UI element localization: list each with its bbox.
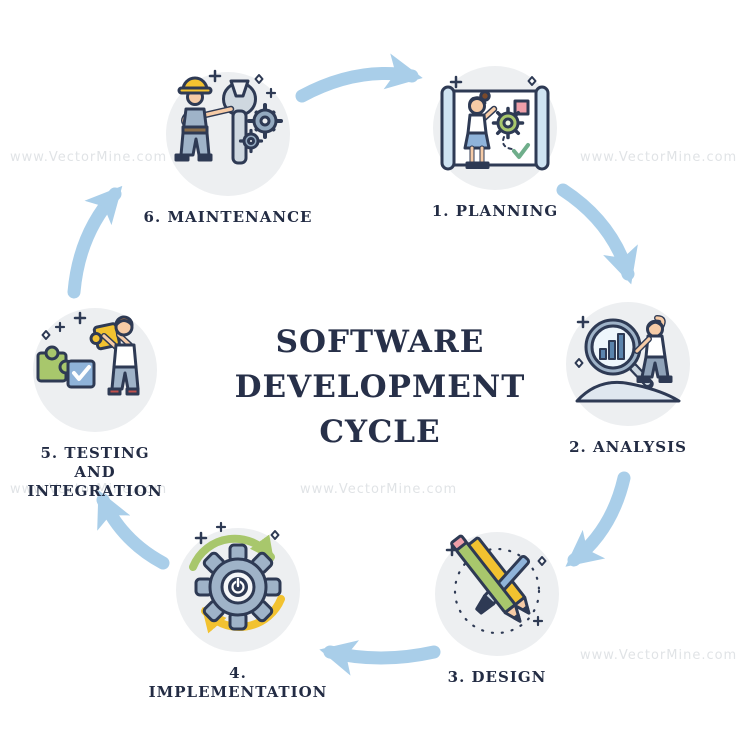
implementation-illustration xyxy=(176,521,300,652)
sparkle-icon xyxy=(449,75,463,89)
worker-figure xyxy=(174,76,235,162)
stage-name: TESTING AND INTEGRATION xyxy=(27,444,163,500)
tester-figure xyxy=(101,315,140,396)
stage-label-planning: 1. PLANNING xyxy=(405,202,585,221)
check-icon xyxy=(512,143,530,159)
wrench-icon xyxy=(222,79,257,165)
gear-icon xyxy=(247,103,283,139)
stage-number: 2. xyxy=(569,438,587,456)
stage-name: ANALYSIS xyxy=(592,438,687,456)
stage-implementation: 4. IMPLEMENTATION xyxy=(148,521,328,702)
stage-name: PLANNING xyxy=(455,202,559,220)
analysis-illustration xyxy=(566,302,690,426)
sparkle-icon xyxy=(265,87,277,99)
stage-number: 1. xyxy=(431,202,450,220)
arrow-testing-to-maintenance xyxy=(67,185,123,299)
diagram-title: SOFTWARE DEVELOPMENT CYCLE xyxy=(230,320,530,455)
sparkle-icon xyxy=(41,330,51,340)
sparkle-icon xyxy=(270,530,280,540)
planning-illustration xyxy=(433,66,557,190)
stage-number: 4. xyxy=(229,664,247,682)
sparkle-icon xyxy=(532,615,544,627)
dashed-circle xyxy=(453,547,541,635)
small-gear-icon xyxy=(238,128,264,154)
stage-label-maintenance: 6. MAINTENANCE xyxy=(138,208,318,227)
sparkle-icon xyxy=(537,556,547,566)
puzzle-icon xyxy=(36,322,121,389)
sparkle-icon xyxy=(215,521,227,533)
stage-analysis: 2. ANALYSIS xyxy=(538,302,718,457)
dashed-flow-line xyxy=(502,136,513,150)
sparkle-icon xyxy=(254,74,264,84)
sparkle-icon xyxy=(574,358,584,368)
stage-name: DESIGN xyxy=(471,668,547,686)
sparkle-icon xyxy=(208,69,222,83)
watermark: www.VectorMine.com xyxy=(300,482,458,497)
title-line-1: SOFTWARE xyxy=(275,324,485,360)
stage-design: 3. DESIGN xyxy=(407,532,587,687)
stage-label-design: 3. DESIGN xyxy=(407,668,587,687)
stage-planning: 1. PLANNING xyxy=(405,66,585,221)
ground-shape xyxy=(575,380,681,403)
pencil-brush-icon xyxy=(450,534,531,623)
gear-icon xyxy=(491,106,525,140)
blueprint-icon xyxy=(440,85,550,171)
stage-name: MAINTENANCE xyxy=(167,208,313,226)
watermark: www.VectorMine.com xyxy=(580,150,736,165)
power-gear-icon xyxy=(194,543,282,631)
sparkle-icon xyxy=(73,311,87,325)
stage-number: 5. xyxy=(40,444,59,462)
design-illustration xyxy=(435,532,559,656)
sparkle-icon xyxy=(445,543,459,557)
arrow-maintenance-to-planning xyxy=(295,53,423,103)
watermark: www.VectorMine.com xyxy=(10,150,168,165)
stage-name: IMPLEMENTATION xyxy=(148,682,328,701)
maintenance-illustration xyxy=(166,69,290,196)
stage-label-analysis: 2. ANALYSIS xyxy=(538,438,718,457)
stage-testing-integration: 5. TESTING AND INTEGRATION xyxy=(5,308,185,500)
stage-label-testing-integration: 5. TESTING AND INTEGRATION xyxy=(25,444,165,500)
stage-maintenance: 6. MAINTENANCE xyxy=(138,69,318,227)
watermark: www.VectorMine.com xyxy=(580,648,736,663)
sparkle-icon xyxy=(527,76,537,86)
title-line-3: CYCLE xyxy=(319,413,441,450)
analyst-figure xyxy=(634,315,673,383)
stage-label-implementation: 4. IMPLEMENTATION xyxy=(148,664,328,702)
sparkle-icon xyxy=(576,315,590,329)
planner-figure xyxy=(463,90,498,169)
title-line-2: DEVELOPMENT xyxy=(234,368,526,405)
cycle-arrow-green xyxy=(189,534,275,571)
stage-number: 3. xyxy=(447,668,466,686)
sparkle-icon xyxy=(54,321,66,333)
testing-illustration xyxy=(33,308,157,432)
sparkle-icon xyxy=(194,531,208,545)
stage-number: 6. xyxy=(143,208,162,226)
